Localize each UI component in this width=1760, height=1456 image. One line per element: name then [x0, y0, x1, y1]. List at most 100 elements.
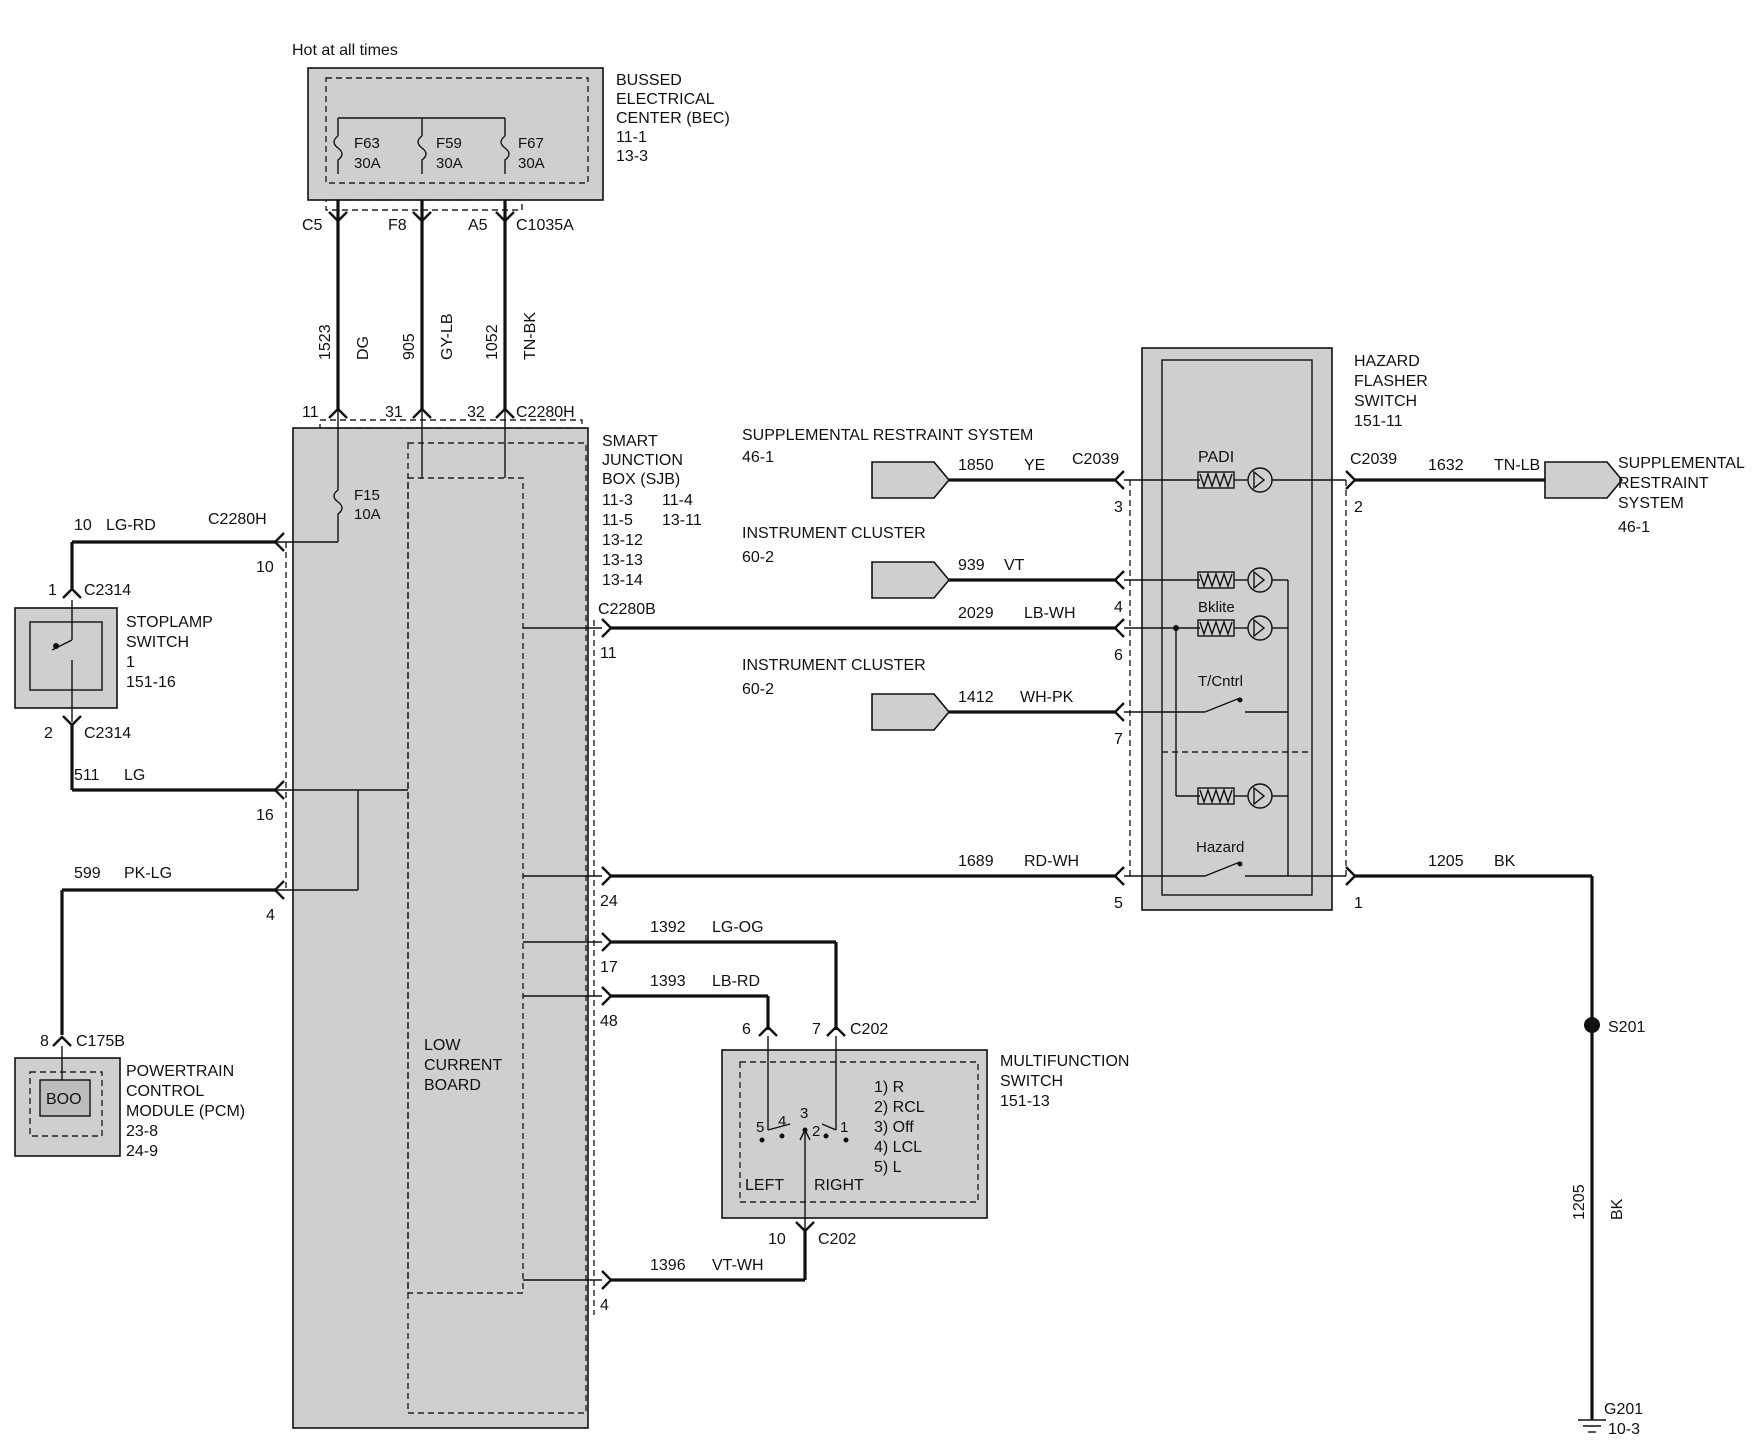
- mfs-wire-1392-circuit: 1392: [650, 919, 686, 936]
- hazard-wire-color: RD-WH: [1024, 853, 1079, 870]
- ic2-ref: 60-2: [742, 681, 774, 698]
- stoplamp-bottom-connector: C2314: [84, 725, 131, 742]
- srs-left-title: SUPPLEMENTAL RESTRAINT SYSTEM: [742, 427, 1033, 444]
- low-current-board-box: [407, 477, 524, 1294]
- mfs-contact-3: 3: [800, 1105, 808, 1122]
- sjb-right-pin-17: 17: [600, 959, 618, 976]
- sjb-ref-13-12: 13-12: [602, 532, 643, 549]
- hazard-label-hazard: Hazard: [1196, 839, 1244, 856]
- mfs-bottom-connector: C202: [818, 1231, 856, 1248]
- stoplamp-title-2: SWITCH: [126, 634, 189, 651]
- pcm-pin: 8: [40, 1033, 49, 1050]
- pcm-title-1: POWERTRAIN: [126, 1063, 234, 1080]
- srs-left-connector: C2039: [1072, 451, 1119, 468]
- padi-resistor-icon: [1199, 471, 1233, 489]
- ic1-connector-icon: [871, 561, 951, 599]
- mfs-top-pin-7: 7: [812, 1021, 821, 1038]
- mfs-wire-1393-color: LB-RD: [712, 973, 760, 990]
- bklite-wire-circuit: 2029: [958, 605, 994, 622]
- stoplamp-contact-icon: [53, 643, 59, 649]
- wire-905-color: GY-LB: [439, 313, 456, 360]
- bec-ref-1: 11-1: [616, 129, 647, 146]
- bec-box: [307, 67, 604, 201]
- srs-left-ref: 46-1: [742, 449, 774, 466]
- srs-right-connector-icon: [1544, 461, 1624, 499]
- srs-right-title-1: SUPPLEMENTAL: [1618, 455, 1745, 472]
- fuse-f67-icon: [500, 135, 510, 174]
- sjb-left-pin-10: 10: [256, 559, 274, 576]
- pcm-wire-circuit: 599: [74, 865, 101, 882]
- mfs-wire-1396-circuit: 1396: [650, 1257, 686, 1274]
- mfs-wire-1392-color: LG-OG: [712, 919, 764, 936]
- bec-title-2: ELECTRICAL: [616, 91, 715, 108]
- sjb-ref-11-4: 11-4: [662, 492, 693, 509]
- bec-pin-c5: C5: [302, 217, 323, 234]
- pcm-wire-color: PK-LG: [124, 865, 172, 882]
- ic1-title: INSTRUMENT CLUSTER: [742, 525, 926, 542]
- sjb-right-connector-c2280b: C2280B: [598, 601, 656, 618]
- ic2-color: WH-PK: [1020, 689, 1074, 706]
- srs-right-title-2: RESTRAINT: [1618, 475, 1709, 492]
- stoplamp-switch-box: [14, 607, 118, 709]
- stoplamp-top-pin: 1: [48, 582, 57, 599]
- tcntrl-switch-icon: [1204, 697, 1241, 713]
- lcb-label-3: BOARD: [424, 1077, 481, 1094]
- stoplamp-title-3: 1: [126, 654, 135, 671]
- srs-right-circuit: 1632: [1428, 457, 1464, 474]
- stoplamp-title-1: STOPLAMP: [126, 614, 213, 631]
- fuse-f63-rating: 30A: [354, 155, 381, 172]
- sjb-left-connector-c2280h: C2280H: [208, 511, 267, 528]
- fuse-f63-id: F63: [354, 135, 380, 152]
- wire-905-circuit: 905: [401, 333, 418, 360]
- mfs-contact-5: 5: [756, 1119, 764, 1136]
- sjb-pin-11-top: 11: [302, 404, 319, 421]
- bklite-wire-color: LB-WH: [1024, 605, 1076, 622]
- ground-g201-label: G201: [1604, 1401, 1643, 1418]
- hazard-label-padi: PADI: [1198, 449, 1234, 466]
- ground-wire-circuit: 1205: [1428, 853, 1464, 870]
- ground-wire-color: BK: [1494, 853, 1516, 870]
- wire-1052-circuit: 1052: [484, 324, 501, 360]
- pcm-ref-1: 23-8: [126, 1123, 158, 1140]
- pcm-title-2: CONTROL: [126, 1083, 204, 1100]
- mfs-position-3: 3) Off: [874, 1119, 914, 1136]
- hazard-pin-4: 4: [1114, 599, 1123, 616]
- sjb-ref-13-14: 13-14: [602, 572, 643, 589]
- wire-1523-circuit: 1523: [317, 324, 334, 360]
- sjb-right-pin-24: 24: [600, 893, 618, 910]
- ground-vertical-circuit: 1205: [1571, 1184, 1588, 1220]
- stoplamp-top-connector: C2314: [84, 582, 131, 599]
- mfs-position-4: 4) LCL: [874, 1139, 922, 1156]
- srs-right-color: TN-LB: [1494, 457, 1540, 474]
- hazard-title-3: SWITCH: [1354, 393, 1417, 410]
- fuse-f63-icon: [333, 135, 343, 174]
- fuse-f59-rating: 30A: [436, 155, 463, 172]
- sjb-ref-11-5: 11-5: [602, 512, 633, 529]
- mfs-position-2: 2) RCL: [874, 1099, 925, 1116]
- sjb-left-pin-4: 4: [266, 907, 275, 924]
- ic1-color: VT: [1004, 557, 1025, 574]
- ic2-connector-icon: [871, 693, 951, 731]
- fuse-f67-rating: 30A: [518, 155, 545, 172]
- hazard-label-tcntrl: T/Cntrl: [1198, 673, 1243, 690]
- lcb-label-1: LOW: [424, 1037, 461, 1054]
- hot-at-all-times-label: Hot at all times: [292, 42, 398, 59]
- hazard-pin-3: 3: [1114, 499, 1123, 516]
- sjb-right-pin-11: 11: [600, 645, 617, 662]
- mfs-top-connector: C202: [850, 1021, 888, 1038]
- sjb-right-pin-4: 4: [600, 1297, 609, 1314]
- hazard-title-1: HAZARD: [1354, 353, 1420, 370]
- sjb-connector-c2280h-top: C2280H: [516, 404, 575, 421]
- splice-s201-icon: [1584, 1017, 1600, 1033]
- hazard-pin-7: 7: [1114, 731, 1123, 748]
- mfs-title-2: SWITCH: [1000, 1073, 1063, 1090]
- hazard-flasher-switch-box: [1141, 347, 1333, 911]
- srs-right-ref: 46-1: [1618, 519, 1650, 536]
- sjb-pin-31-top: 31: [385, 404, 403, 421]
- bec-connector-c1035a: C1035A: [516, 217, 574, 234]
- hazard-pin-6: 6: [1114, 647, 1123, 664]
- ground-g201-ref: 10-3: [1608, 1421, 1640, 1438]
- ic2-circuit: 1412: [958, 689, 994, 706]
- wire-1052-color: TN-BK: [522, 312, 539, 360]
- bec-ref-2: 13-3: [616, 148, 648, 165]
